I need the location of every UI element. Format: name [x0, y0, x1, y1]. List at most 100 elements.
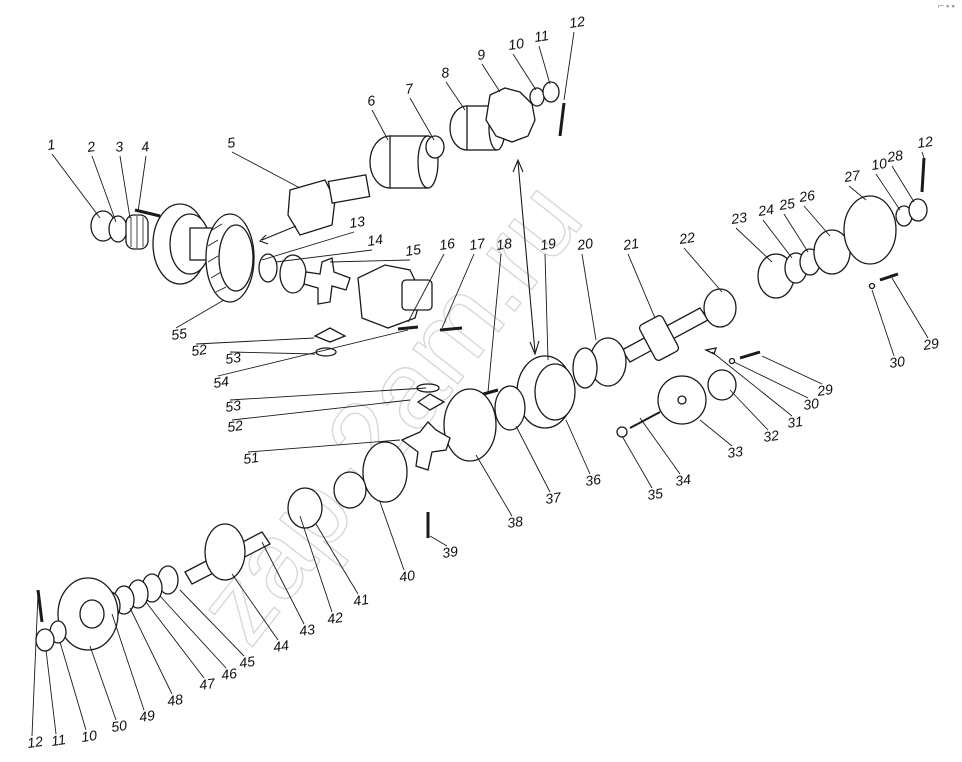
callout-label: 28 [885, 147, 904, 165]
callout-label: 41 [352, 591, 370, 609]
pinion-52-lower [416, 393, 446, 411]
bolt-16 [397, 325, 419, 331]
bevel-pinion-5 [287, 179, 336, 236]
callout-label: 42 [326, 609, 344, 627]
callout-leader [538, 45, 551, 85]
callout-leader [891, 277, 929, 339]
callout-leader [329, 259, 411, 263]
callout-leader [565, 419, 591, 475]
callout-label: 38 [506, 513, 524, 531]
gear-9 [485, 87, 536, 143]
callout-leader [111, 613, 145, 711]
callout-leader [783, 213, 809, 253]
spider-cross-51 [400, 421, 451, 471]
pinion-52-upper [313, 327, 347, 343]
nut-28 [908, 198, 928, 222]
spider-cross-15 [303, 257, 351, 305]
callout-leader [891, 165, 915, 203]
callout-leader [487, 253, 502, 393]
callout-leader [91, 155, 117, 223]
callout-label: 21 [621, 235, 640, 253]
callout-leader [179, 589, 245, 657]
bolt-29-mid [739, 350, 761, 360]
bearing-41 [287, 487, 323, 529]
assembly-arrow [517, 161, 536, 353]
callout-label: 11 [50, 731, 67, 749]
callout-leader [217, 329, 409, 377]
callout-leader [175, 299, 225, 329]
callout-leader [247, 439, 401, 453]
callout-label: 40 [398, 567, 416, 585]
callout-label: 26 [797, 187, 816, 205]
callout-label: 14 [366, 231, 384, 249]
callout-leader [683, 247, 723, 293]
callout-label: 10 [507, 35, 525, 53]
callout-label: 45 [238, 653, 256, 671]
callout-label: 8 [440, 64, 450, 81]
callout-leader [137, 155, 147, 213]
nut-11-top [542, 81, 560, 103]
bolt-4 [134, 208, 161, 218]
callout-leader [89, 645, 117, 721]
callout-label: 4 [140, 138, 150, 155]
callout-label: 48 [166, 691, 184, 709]
callout-leader [371, 109, 389, 141]
callout-leader [229, 387, 427, 401]
callout-label: 1 [46, 136, 56, 153]
hub-flange-44 [204, 523, 246, 581]
callout-label: 3 [114, 138, 124, 155]
cotter-pin-12-right [920, 157, 926, 193]
callout-leader [45, 649, 57, 735]
callout-leader [762, 219, 793, 259]
callout-label: 5 [226, 134, 236, 151]
gear-21 [638, 314, 680, 362]
washer-10-top [529, 87, 545, 107]
callout-label: 33 [726, 443, 744, 461]
callout-label: 46 [220, 665, 238, 683]
callout-label: 37 [544, 489, 563, 507]
callout-leader [441, 253, 475, 329]
synchro-37 [494, 385, 526, 431]
callout-leader [515, 425, 551, 493]
callout-leader [159, 595, 227, 669]
callout-leader [231, 573, 279, 641]
callout-leader [563, 31, 575, 101]
callout-label: 25 [777, 195, 796, 213]
callout-leader [627, 253, 656, 319]
parts-layer [35, 81, 928, 652]
callout-leader [409, 97, 435, 141]
callout-leader [145, 601, 205, 679]
callout-label: 22 [677, 229, 696, 247]
callout-label: 12 [26, 733, 44, 751]
cotter-pin-12-top [558, 102, 566, 137]
callout-leader [119, 155, 131, 219]
callout-label: 13 [348, 213, 366, 231]
washer-30-mid [728, 357, 736, 365]
callout-leader [445, 81, 466, 111]
callout-leader [129, 607, 173, 695]
callout-label: 16 [438, 235, 456, 253]
callout-label: 12 [916, 133, 934, 151]
callout-label: 52 [190, 341, 208, 359]
callout-label: 29 [815, 381, 834, 399]
callout-label: 50 [110, 717, 128, 735]
bearing-22 [703, 288, 737, 328]
callout-label: 10 [870, 155, 888, 173]
callout-label: 34 [674, 471, 692, 489]
callout-label: 20 [575, 235, 594, 253]
callout-leader [761, 355, 823, 385]
callout-label: 51 [242, 449, 260, 467]
callout-label: 44 [272, 637, 290, 655]
callout-leader [407, 253, 445, 323]
callout-leader [699, 419, 733, 447]
nut-11-lower [35, 628, 55, 652]
callout-leader [729, 389, 769, 431]
callout-label: 7 [404, 80, 415, 97]
callout-label: 2 [85, 138, 96, 155]
callout-leader [848, 185, 867, 201]
callout-leader [231, 151, 301, 189]
callout-label: 10 [80, 727, 98, 745]
callout-leader [803, 205, 831, 237]
callout-leader [231, 399, 411, 421]
callout-label: 30 [802, 395, 820, 413]
